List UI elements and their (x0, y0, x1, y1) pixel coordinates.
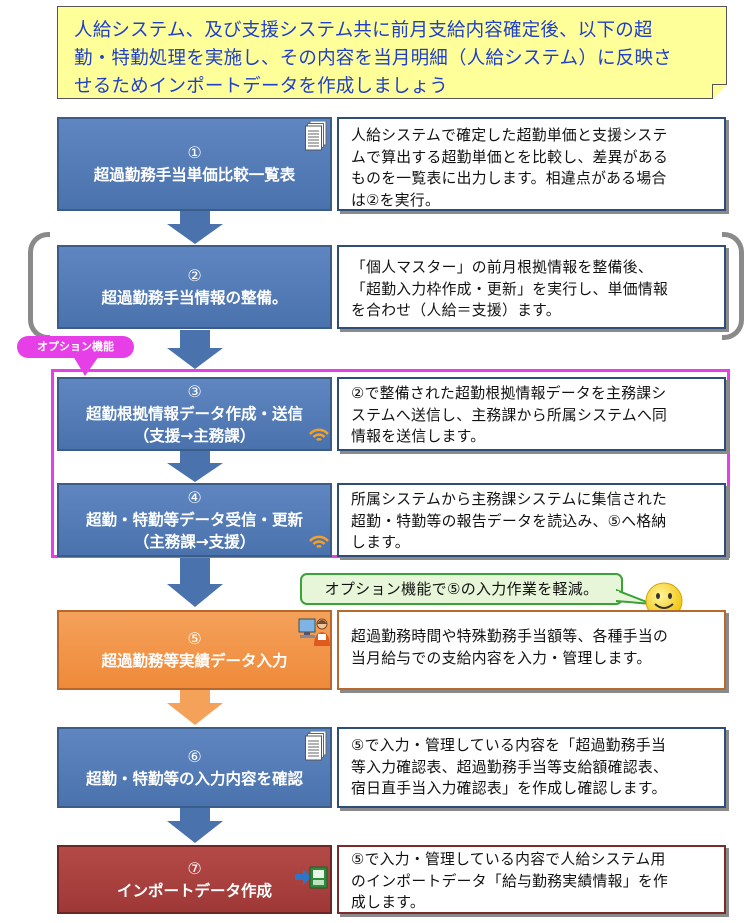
flow-arrow (167, 558, 223, 607)
desc-line: 「個人マスター」の前月根拠情報を整備後、 (351, 259, 653, 276)
step-4-box: ④ 超勤・特勤等データ受信・更新 （主務課→支援） (57, 483, 332, 557)
step-number: ④ (187, 488, 202, 507)
step-5-description: 超過勤務時間や特殊勤務手当額等、各種手当の 当月給与での支給内容を入力・管理しま… (337, 610, 726, 690)
flow-arrow (167, 330, 223, 369)
step-number: ⑦ (187, 858, 202, 878)
desc-line: 情報を送信します。 (351, 428, 486, 445)
desc-line: 人給システムで確定した超勤単価と支援システ (351, 127, 668, 144)
option-callout: オプション機能で⑤の入力作業を軽減。 (300, 573, 623, 605)
right-bracket (722, 232, 744, 340)
step-title: 超勤・特勤等データ受信・更新 (85, 511, 303, 529)
intro-line-1: 人給システム、及び支援システム共に前月支給内容確定後、以下の超 (74, 20, 653, 41)
desc-line: 宿日直手当入力確認表」を作成し確認します。 (351, 780, 667, 797)
desc-line: 成します。 (351, 894, 426, 911)
step-title: インポートデータ作成 (116, 881, 272, 900)
step-7-box: ⑦ インポートデータ作成 (57, 845, 332, 914)
desc-line: を合わせ（人給＝支援）ます。 (351, 302, 561, 319)
step-6-description: ⑤で入力・管理している内容を「超過勤務手当 等入力確認表、超過勤務手当等支給額確… (337, 727, 726, 808)
desc-line: 「超勤入力枠作成・更新」を実行し、単価情報 (351, 280, 669, 298)
desc-line: します。 (351, 534, 410, 551)
intro-line-3: せるためインポートデータを作成しましょう (74, 76, 449, 97)
step-number: ⑤ (187, 629, 202, 648)
step-title: 超勤根拠情報データ作成・送信 (85, 405, 303, 423)
desc-line: 等入力確認表、超過勤務手当等支給額確認表、 (351, 758, 669, 776)
desc-line: は②を実行。 (351, 191, 441, 209)
desc-line: ⑤で入力・管理している内容を「超過勤務手当 (351, 737, 667, 754)
option-feature-label: オプション機能 (37, 340, 114, 353)
left-bracket (28, 232, 50, 340)
desc-line: ②で整備された超勤根拠情報データを主務課シ (351, 385, 667, 402)
step-title: 超過勤務手当情報の整備。 (101, 289, 288, 307)
page-fold-corner (712, 84, 727, 99)
document-stack-icon (305, 731, 327, 761)
wifi-signal-icon (309, 535, 329, 549)
step-title: 超勤・特勤等の入力内容を確認 (85, 769, 303, 788)
intro-note: 人給システム、及び支援システム共に前月支給内容確定後、以下の超 勤・特勤処理を実… (57, 6, 727, 99)
desc-line: 超過勤務時間や特殊勤務手当額等、各種手当の (351, 628, 669, 645)
csv-export-icon (295, 866, 328, 889)
step-7-description: ⑤で入力・管理している内容で人給システム用 のインポートデータ「給与勤務実績情報… (337, 845, 726, 914)
step-subtitle: （支援→主務課） (133, 427, 256, 445)
step-number: ① (187, 143, 202, 162)
option-feature-tag: オプション機能 (17, 336, 134, 376)
step-title: 超過勤務手当単価比較一覧表 (93, 166, 296, 184)
flow-arrow (167, 211, 223, 244)
desc-line: ステムへ送信し、主務課から所属システムへ同 (351, 406, 668, 424)
document-stack-icon (305, 121, 327, 151)
desc-line: ムで算出する超勤単価とを比較し、差異がある (351, 148, 669, 166)
desc-line: ものを一覧表に出力します。相違点がある場合 (351, 170, 667, 187)
step-number: ⑥ (187, 746, 202, 766)
desc-line: 所属システムから主務課システムに集信された (351, 491, 668, 508)
step-6-box: ⑥ 超勤・特勤等の入力内容を確認 (57, 727, 332, 808)
step-subtitle: （主務課→支援） (133, 533, 256, 551)
flow-arrow (167, 808, 223, 843)
step-2-box: ② 超過勤務手当情報の整備。 (57, 245, 332, 329)
step-3-description: ②で整備された超勤根拠情報データを主務課シ ステムへ送信し、主務課から所属システ… (337, 377, 726, 451)
desc-line: 当月給与での支給内容を入力・管理します。 (351, 649, 652, 667)
step-1-box: ① 超過勤務手当単価比較一覧表 (57, 117, 332, 211)
step-2-description: 「個人マスター」の前月根拠情報を整備後、 「超勤入力枠作成・更新」を実行し、単価… (337, 245, 726, 329)
desc-line: 超勤・特勤等の報告データを読込み、⑤へ格納 (351, 512, 667, 530)
step-5-box: ⑤ 超過勤務等実績データ入力 (57, 610, 332, 690)
callout-pointer (616, 588, 653, 605)
operator-at-computer-icon (298, 618, 330, 646)
flow-arrow (167, 451, 223, 482)
flow-arrow (167, 690, 223, 725)
intro-line-2: 勤・特勤処理を実施し、その内容を当月明細（人給システム）に反映さ (74, 48, 672, 69)
wifi-signal-icon (309, 428, 329, 442)
desc-line: のインポートデータ「給与勤務実績情報」を作 (351, 872, 669, 890)
step-3-box: ③ 超勤根拠情報データ作成・送信 （支援→主務課） (57, 377, 332, 451)
step-number: ② (187, 266, 202, 285)
step-1-description: 人給システムで確定した超勤単価と支援システ ムで算出する超勤単価とを比較し、差異… (337, 117, 726, 211)
desc-line: ⑤で入力・管理している内容で人給システム用 (351, 851, 666, 868)
step-title: 超過勤務等実績データ入力 (101, 652, 288, 670)
step-4-description: 所属システムから主務課システムに集信された 超勤・特勤等の報告データを読込み、⑤… (337, 483, 726, 557)
step-number: ③ (187, 382, 202, 401)
